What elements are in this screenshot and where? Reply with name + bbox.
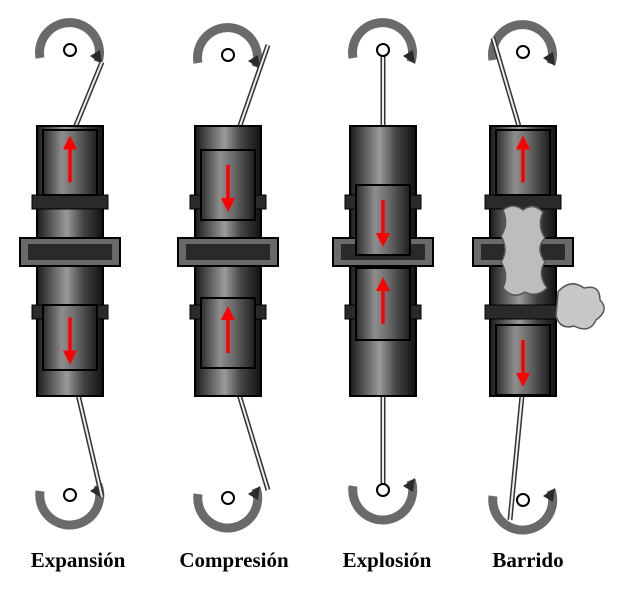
crank-arc-bottom [348,478,418,525]
connecting-rod-bottom-highlight [509,384,524,521]
rotation-arrowhead-top [403,50,415,64]
combustion-gas-cloud [500,205,548,296]
rotation-arrowhead-bottom [248,486,260,500]
port-channel [186,244,270,260]
crank-pin-bottom [516,493,530,507]
crank-arc-top [348,18,417,64]
rotation-arrowhead-top [90,50,102,64]
stage-2 [177,23,279,533]
crank-pin-bottom [221,491,235,505]
crank-arc-top [193,23,262,69]
port-ring-upper [31,194,109,210]
stage-label-expansion: Expansión [30,548,126,572]
stage-label-explosion: Explosión [342,548,432,572]
stage-3 [332,18,434,525]
crank-pin-top [516,45,530,59]
port-ring-upper [484,194,562,210]
crank-pin-top [376,43,390,57]
rotation-arrowhead-top [543,52,555,66]
stage-label-barrido: Barrido [492,548,564,572]
port-channel [28,244,112,260]
connecting-rod-top-highlight [492,37,524,141]
stage-4 [472,20,605,535]
crank-pin-bottom [376,483,390,497]
crank-pin-bottom [63,488,77,502]
rotation-arrowhead-bottom [403,478,415,492]
crank-arc-bottom [193,486,263,533]
crank-pin-top [63,43,77,57]
port-ring-lower [484,304,562,320]
crank-arc-top [35,18,104,64]
crank-pin-top [221,48,235,62]
stage-label-compresion: Compresión [179,548,289,572]
rotation-arrowhead-bottom [543,488,555,502]
crank-arc-bottom [488,488,558,535]
crank-arc-bottom [35,483,105,530]
exhaust-puff [555,283,605,330]
stage-1 [19,18,121,530]
rotation-arrowhead-top [248,55,260,69]
